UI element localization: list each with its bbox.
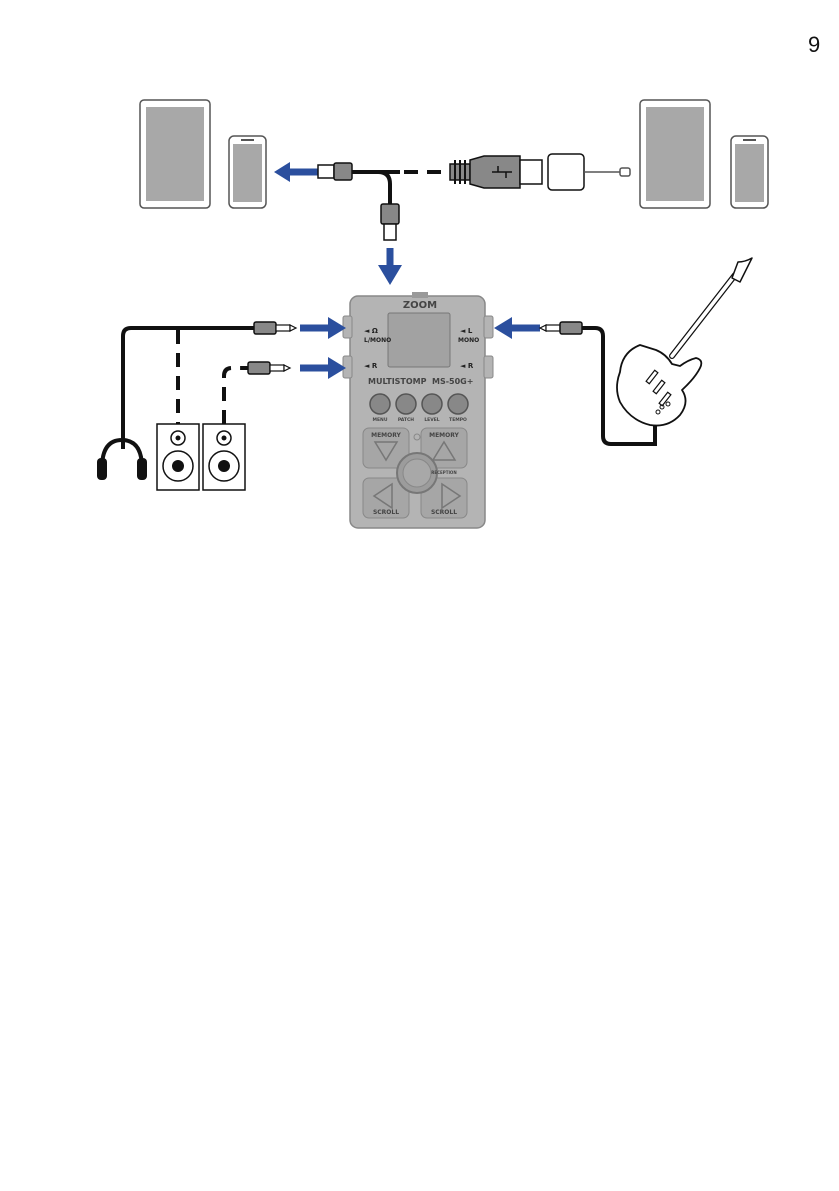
knob-label-tempo: TEMPO [449,417,467,423]
usb-adapter-icon [548,154,630,190]
smartphone-icon-right [731,136,768,208]
output-cable-r [224,357,346,424]
smartphone-icon-left [229,136,266,208]
jack-label-output-r: ◄ R [364,362,378,370]
page-number: 9 [808,32,820,57]
jack-label-input-l-sub: MONO [458,337,479,344]
tap-label: RECEPTION [431,470,456,475]
usb-cable-icon [274,156,542,285]
pedal-logo: ZOOM [403,300,437,311]
footswitch-label-right: MEMORY [429,432,459,439]
knob-label-level: LEVEL [424,417,439,423]
pedal-model: MS-50G+ [432,377,473,386]
knob-label-menu: MENU [373,417,388,423]
scroll-label-left: SCROLL [373,509,399,516]
tablet-icon-right [640,100,710,208]
speaker-icon-left [157,424,199,490]
scroll-label-right: SCROLL [431,509,457,516]
knob-label-patch: PATCH [398,417,414,423]
jack-label-input-r: ◄ R [460,362,474,370]
guitar-icon [617,258,752,426]
speaker-icon-right [203,424,245,490]
jack-label-output-l: ◄ Ω [364,327,378,335]
pedal-series: MULTISTOMP [368,377,427,386]
footswitch-label-left: MEMORY [371,432,401,439]
tablet-icon-left [140,100,210,208]
jack-label-input-l: ◄ L [460,327,473,335]
jack-label-output-l-sub: L/MONO [364,337,391,344]
